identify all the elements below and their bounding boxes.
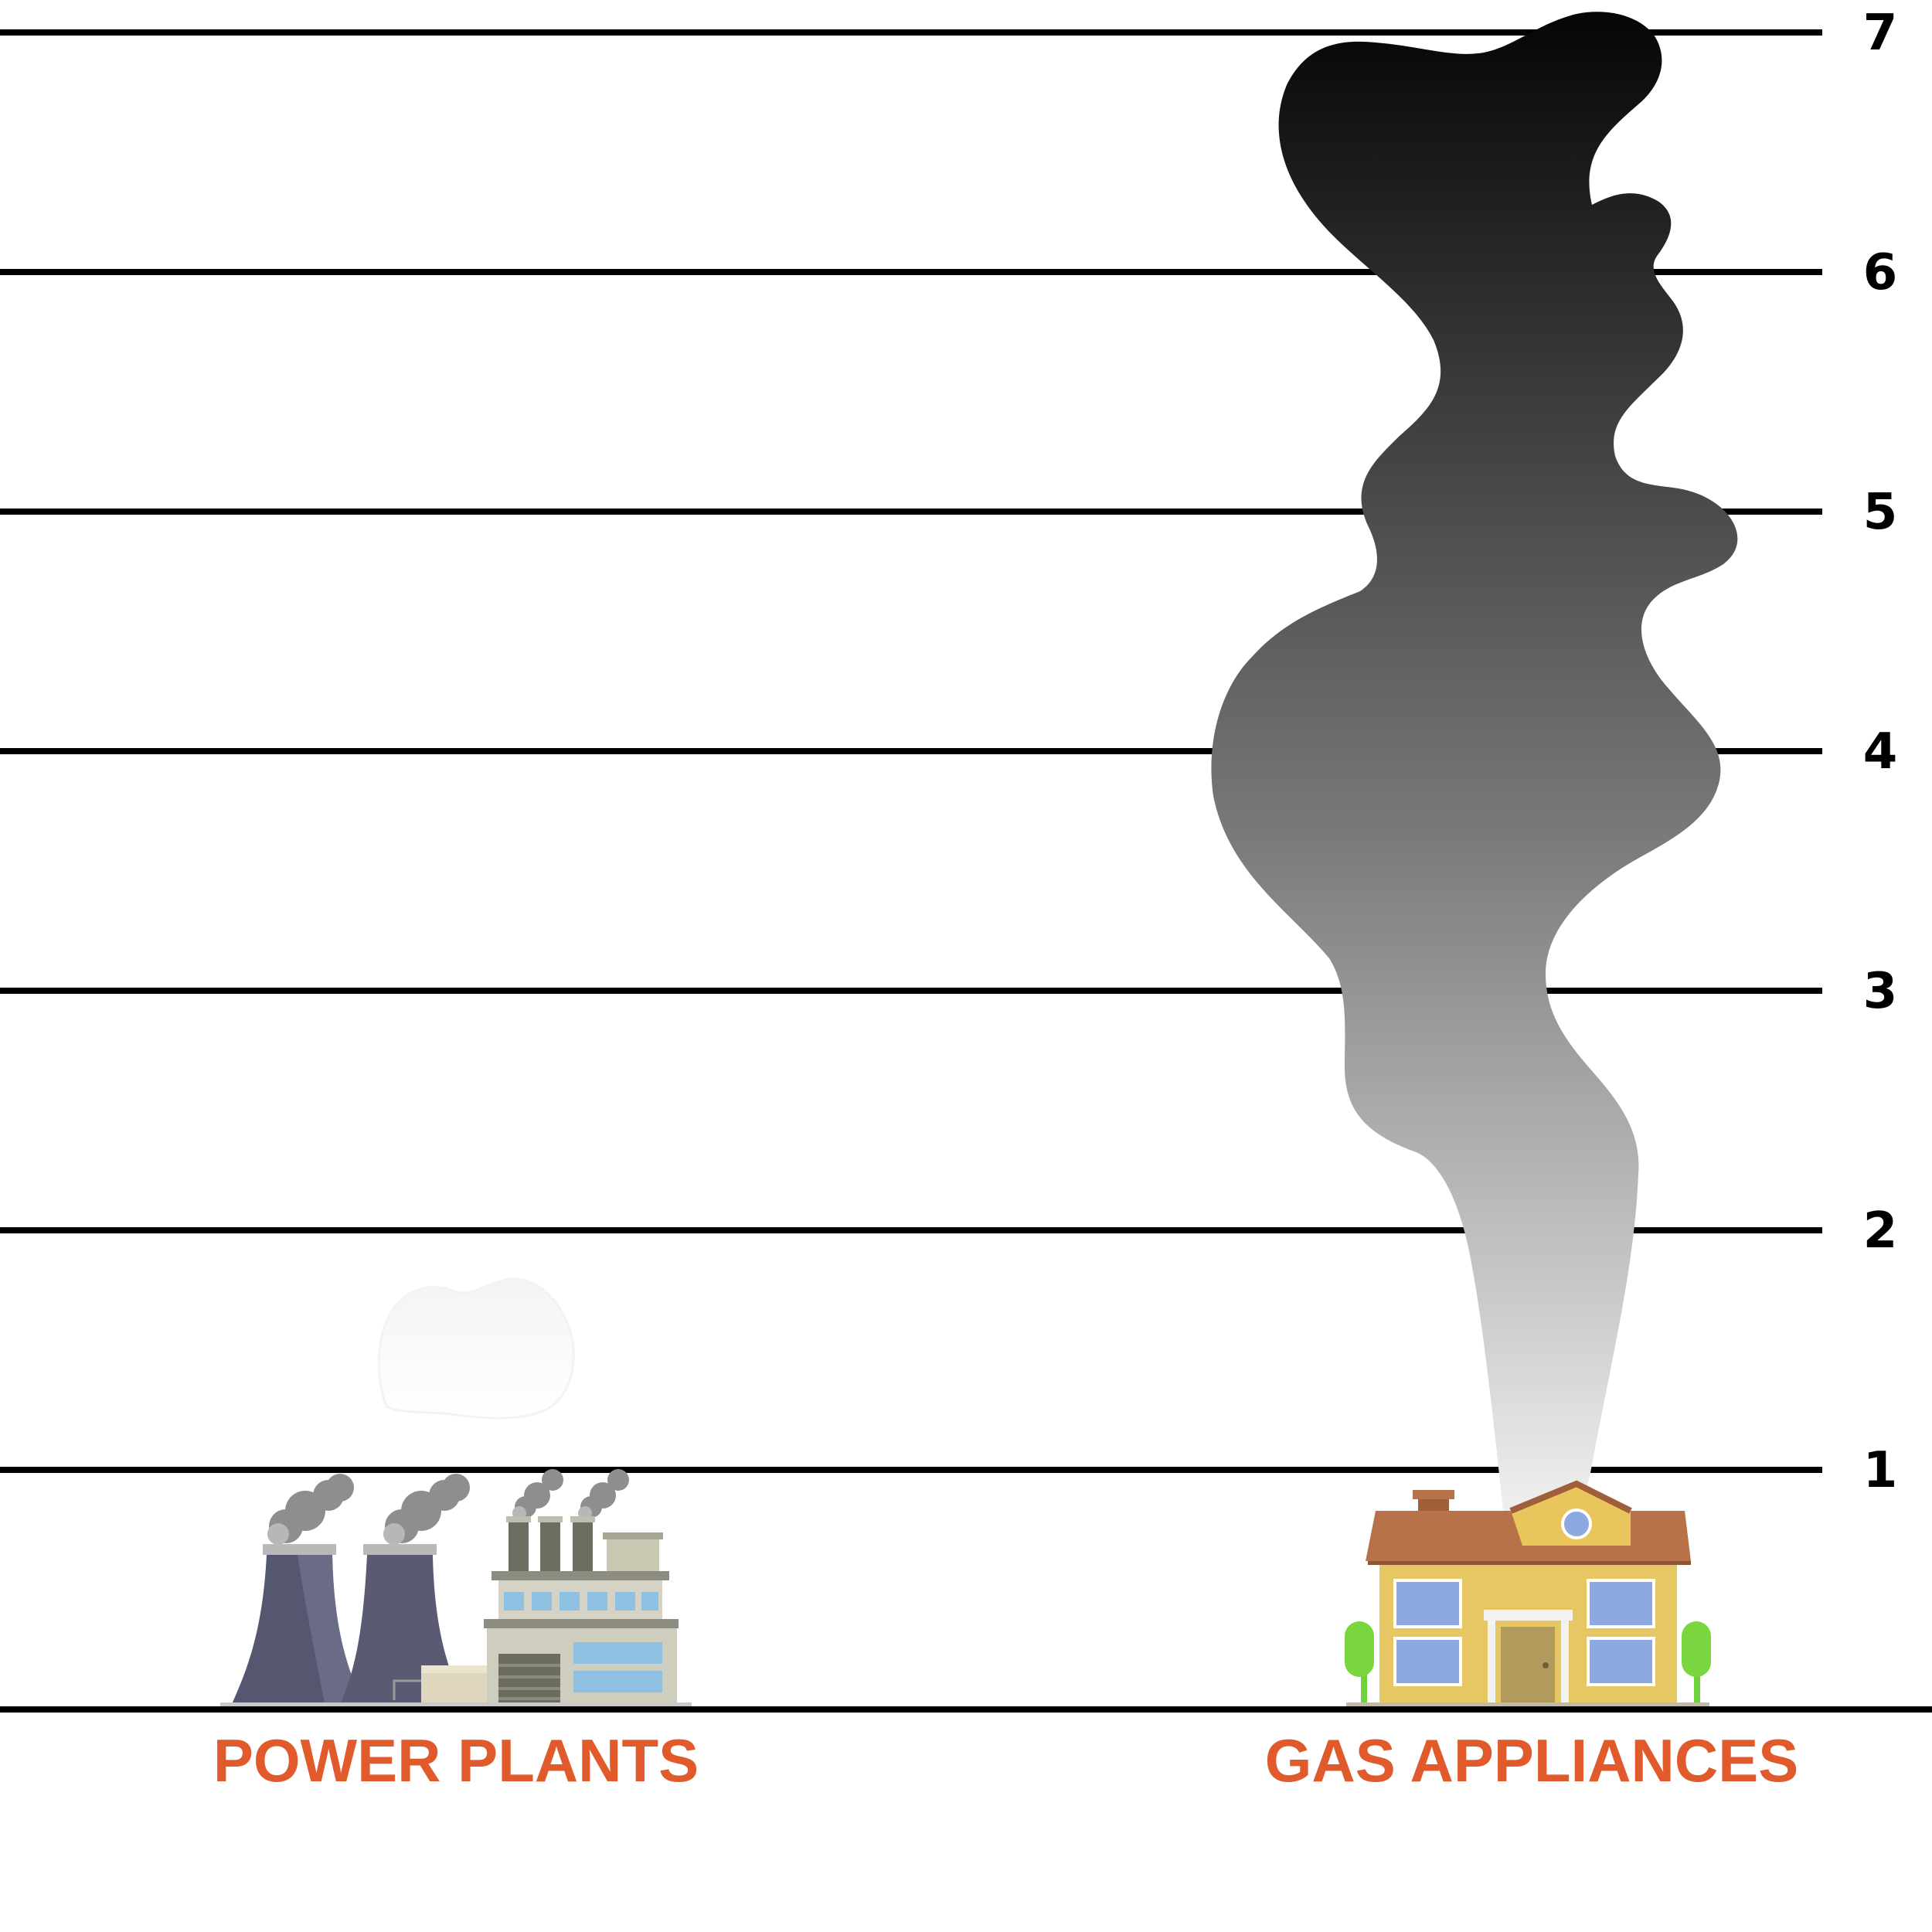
category-label-power-plants: POWER PLANTS: [213, 1726, 699, 1794]
y-tick-label-4: 4: [1863, 723, 1898, 781]
house-icon: [1345, 1480, 1711, 1709]
bar-power-plants-smoke: [377, 1277, 575, 1420]
y-tick-label-6: 6: [1863, 244, 1898, 301]
y-tick-label-7: 7: [1863, 5, 1898, 62]
y-tick-label-2: 2: [1863, 1202, 1898, 1260]
y-tick-label-1: 1: [1863, 1442, 1898, 1499]
bar-gas-appliances-smoke: [1211, 12, 1738, 1515]
y-tick-label-5: 5: [1863, 484, 1898, 541]
gridlines: [0, 29, 1822, 1473]
category-label-gas-appliances: GAS APPLIANCES: [1265, 1726, 1799, 1794]
power-plant-icon: [220, 1469, 692, 1709]
y-tick-label-3: 3: [1863, 963, 1898, 1020]
y-tick-labels: 1 2 3 4 5 6 7: [1863, 5, 1898, 1499]
